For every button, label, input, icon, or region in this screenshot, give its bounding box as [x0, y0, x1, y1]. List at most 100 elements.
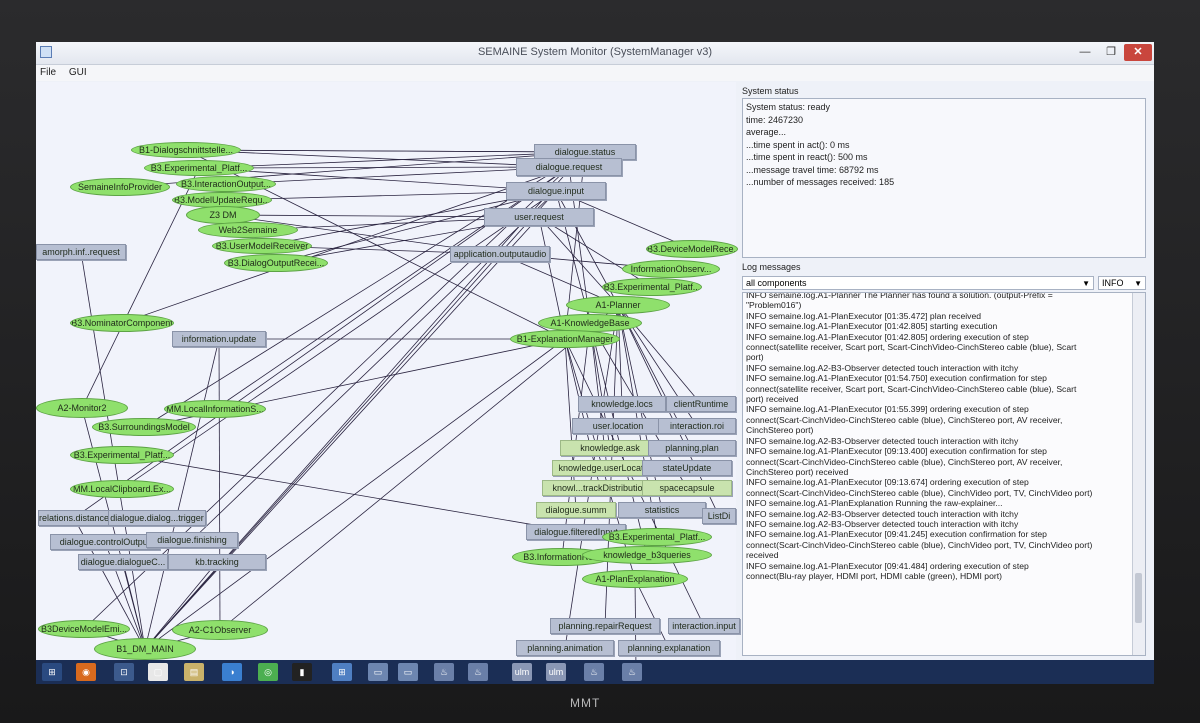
graph-edge: [121, 454, 577, 534]
graph-node-ctrloutput[interactable]: dialogue.controlOutput: [50, 534, 160, 550]
graph-node-clipboard[interactable]: MM.LocalClipboard.Ex...: [70, 480, 174, 498]
graph-node-user-req[interactable]: user.request: [484, 208, 594, 226]
graph-node-knowledge-ask[interactable]: knowledge.ask: [560, 440, 660, 456]
graph-node-state-update[interactable]: stateUpdate: [642, 460, 732, 476]
graph-node-user-loc[interactable]: user.location: [572, 418, 664, 434]
graph-node-dialogschnitt[interactable]: B1-Dialogschnittstelle...: [131, 142, 241, 158]
graph-node-statistics[interactable]: statistics: [618, 502, 706, 518]
graph-node-repair-req[interactable]: planning.repairRequest: [550, 618, 660, 634]
graph-node-dm-main[interactable]: B1_DM_MAIN: [94, 638, 196, 660]
graph-node-kbtracking[interactable]: kb.tracking: [168, 554, 266, 570]
java-icon[interactable]: ♨: [584, 663, 604, 681]
graph-node-exp-plat1[interactable]: B3.Experimental_Platf...: [144, 160, 254, 176]
graph-node-interaction-roi[interactable]: interaction.roi: [658, 418, 736, 434]
level-filter-value: INFO: [1102, 278, 1124, 288]
firefox-icon[interactable]: ◉: [76, 663, 96, 681]
log-line: INFO semaine.log.A1-PlanExecutor [09:13.…: [746, 477, 1029, 488]
graph-node-monitor2[interactable]: A2-Monitor2: [36, 398, 128, 418]
graph-node-surroundings[interactable]: B3.SurroundingsModel: [92, 418, 196, 436]
log-line: "Problem016"): [746, 300, 802, 311]
uulm-icon[interactable]: ulm: [546, 663, 566, 681]
graph-node-info-update[interactable]: information.update: [172, 331, 266, 347]
graph-node-exp-plat2[interactable]: B3.Experimental_Platf...: [70, 446, 174, 464]
system-status-label: System status: [742, 86, 799, 96]
window-icon[interactable]: ▭: [368, 663, 388, 681]
java-icon[interactable]: ♨: [434, 663, 454, 681]
status-line: ...number of messages received: 185: [746, 177, 895, 187]
graph-node-c1observer[interactable]: A2-C1Observer: [172, 620, 268, 640]
log-line: INFO semaine.log.A1-PlanExecutor [09:41.…: [746, 560, 1029, 571]
log-line: CinchStereo port): [746, 425, 814, 436]
menu-gui[interactable]: GUI: [68, 67, 87, 78]
window-icon[interactable]: ▭: [398, 663, 418, 681]
graph-node-finishing[interactable]: dialogue.finishing: [146, 532, 238, 548]
graph-node-dlg-req[interactable]: dialogue.request: [516, 158, 622, 176]
java-icon[interactable]: ♨: [622, 663, 642, 681]
graph-node-explanation-mgr[interactable]: B1-ExplanationManager: [510, 330, 620, 348]
log-scrollbar[interactable]: [1132, 293, 1145, 655]
window-titlebar[interactable]: SEMAINE System Monitor (SystemManager v3…: [36, 42, 1154, 65]
component-filter-select[interactable]: all components ▼: [742, 276, 1094, 290]
close-icon[interactable]: ✕: [1124, 44, 1152, 61]
graph-node-devmodel-rec[interactable]: B3.DeviceModelRece...: [646, 240, 738, 258]
document-icon[interactable]: ▢: [148, 663, 168, 681]
menubar: File GUI: [36, 65, 1154, 81]
graph-node-planning-anim[interactable]: planning.animation: [516, 640, 614, 656]
start-icon[interactable]: ⊞: [42, 663, 62, 681]
minimize-icon[interactable]: —: [1079, 46, 1091, 58]
graph-node-nominator[interactable]: B3.NominatorComponent: [70, 314, 174, 332]
graph-node-knowledge-b3q[interactable]: knowledge_b3queries: [582, 546, 712, 564]
terminal-icon[interactable]: ▮: [292, 663, 312, 681]
graph-node-relations[interactable]: relations.distance: [38, 510, 110, 526]
graph-node-web2[interactable]: Web2Semaine: [198, 222, 298, 238]
graph-node-info-obs[interactable]: InformationObserv...: [622, 260, 720, 278]
network-icon[interactable]: ⊡: [114, 663, 134, 681]
brand-logo: MMT: [570, 696, 601, 710]
graph-node-dialogoutput[interactable]: B3.DialogOutputRecei...: [224, 254, 328, 272]
graph-node-listdi[interactable]: ListDi: [702, 508, 736, 524]
chrome-icon[interactable]: ◎: [258, 663, 278, 681]
graph-node-dialoguec[interactable]: dialogue.dialogueC...: [78, 554, 168, 570]
log-messages-box[interactable]: INFO semaine.log.A1-Planner The Planner …: [742, 292, 1146, 656]
graph-node-seminfo[interactable]: SemaineInfoProvider: [70, 178, 170, 196]
graph-node-planning-plan[interactable]: planning.plan: [648, 440, 736, 456]
graph-node-exp-plat4[interactable]: B3.Experimental_Platf...: [602, 528, 712, 546]
graph-node-devmodel-emi[interactable]: B3DeviceModelEmi...: [38, 620, 130, 638]
component-graph[interactable]: ⬉ B1-Dialogschnittstelle...B3.Experiment…: [36, 82, 740, 678]
log-scrollbar-thumb[interactable]: [1135, 573, 1142, 623]
log-line: INFO semaine.log.A1-PlanExplanation Runn…: [746, 498, 1003, 509]
graph-node-interaction-out[interactable]: B3.InteractionOutput...: [176, 176, 276, 192]
graph-node-dlg-summ[interactable]: dialogue.summ: [536, 502, 616, 518]
graph-node-amorph[interactable]: amorph.inf..request: [36, 244, 126, 260]
graph-node-planning-expl[interactable]: planning.explanation: [618, 640, 720, 656]
thunderbird-icon[interactable]: ◑: [222, 663, 242, 681]
graph-node-localinfo[interactable]: MM.LocalInformationS...: [164, 400, 266, 418]
graph-node-exp-plat3[interactable]: B3.Experimental_Platf...: [602, 278, 702, 296]
uulm-icon[interactable]: ulm: [512, 663, 532, 681]
app-grid-icon[interactable]: ⊞: [332, 663, 352, 681]
graph-node-knowledge-locs[interactable]: knowledge.locs: [578, 396, 666, 412]
log-line: port) received: [746, 394, 799, 405]
component-filter-value: all components: [746, 278, 807, 288]
graph-node-client-runtime[interactable]: clientRuntime: [666, 396, 736, 412]
maximize-icon[interactable]: ❐: [1106, 46, 1116, 58]
menu-file[interactable]: File: [40, 67, 57, 78]
graph-edge: [144, 561, 218, 650]
status-line: System status: ready: [746, 102, 831, 112]
graph-node-plan-expl[interactable]: A1-PlanExplanation: [582, 570, 688, 588]
graph-edge: [219, 304, 619, 631]
level-filter-select[interactable]: INFO ▼: [1098, 276, 1146, 290]
graph-edge: [198, 149, 586, 169]
graph-node-dlg-trigger[interactable]: dialogue.dialog...trigger: [108, 510, 206, 526]
graph-node-track-dist[interactable]: knowl...trackDistribution: [542, 480, 658, 496]
graph-node-planner[interactable]: A1-Planner: [566, 296, 670, 314]
graph-edge: [121, 190, 557, 490]
graph-node-app-output[interactable]: application.outputaudio: [450, 246, 550, 262]
java-icon[interactable]: ♨: [468, 663, 488, 681]
graph-node-dlg-in[interactable]: dialogue.input: [506, 182, 606, 200]
folder-icon[interactable]: ▤: [184, 663, 204, 681]
graph-node-usermodel[interactable]: B3.UserModelReceiver: [212, 238, 312, 254]
graph-node-spacecapsule[interactable]: spacecapsule: [642, 480, 732, 496]
log-line: connect(satellite receiver, Scart port, …: [746, 342, 1077, 353]
graph-node-interaction-input[interactable]: interaction.input: [668, 618, 740, 634]
